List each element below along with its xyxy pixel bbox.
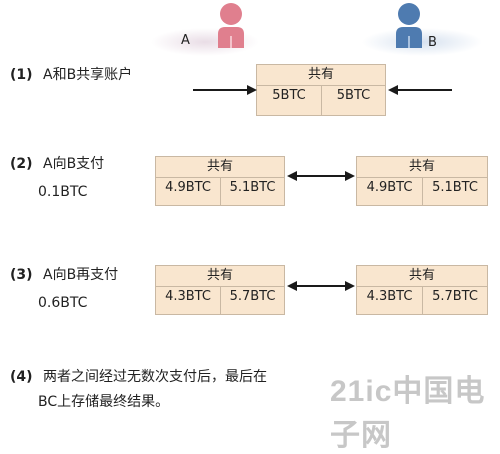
step-2-text: A向B支付 (43, 156, 105, 172)
ledger-1-b-balance: 5BTC (336, 88, 371, 103)
person-b: B (362, 0, 490, 60)
ledger-3-right-divider (422, 286, 423, 314)
step-2-amount: 0.1BTC (38, 184, 88, 200)
ledger-shared-1: 共有 5BTC 5BTC (256, 64, 386, 116)
double-arrow-icon (287, 171, 355, 181)
ledger-shared-2-right: 共有 4.9BTC 5.1BTC (356, 156, 488, 206)
ledger-3-right-header: 共有 (357, 266, 487, 287)
double-arrow-icon (287, 281, 355, 291)
step-2: (2) A向B支付 (10, 155, 104, 173)
ledger-shared-3-left: 共有 4.3BTC 5.7BTC (155, 265, 285, 315)
ledger-2-left-b-balance: 5.1BTC (229, 180, 276, 195)
person-b-label: B (428, 35, 437, 50)
ledger-1-header: 共有 (257, 65, 385, 86)
step-4: (4) 两者之间经过无数次支付后，最后在 (10, 368, 267, 386)
step-1-number: (1) (10, 67, 33, 83)
step-1: (1) A和B共享账户 (10, 66, 132, 84)
step-4-text: 两者之间经过无数次支付后，最后在 (43, 369, 267, 385)
step-3-amount: 0.6BTC (38, 295, 88, 311)
step-3: (3) A向B再支付 (10, 266, 118, 284)
ledger-2-left-header: 共有 (156, 157, 284, 178)
ledger-3-right-a-balance: 4.3BTC (366, 289, 413, 304)
step-4-text-line2: BC上存储最终结果。 (38, 394, 170, 410)
ledger-2-right-header: 共有 (357, 157, 487, 178)
arrow-left-icon (388, 85, 452, 95)
person-b-icon (362, 3, 482, 56)
step-3-text: A向B再支付 (43, 267, 119, 283)
step-1-text: A和B共享账户 (43, 67, 133, 83)
ledger-2-right-a-balance: 4.9BTC (366, 180, 413, 195)
ledger-shared-3-right: 共有 4.3BTC 5.7BTC (356, 265, 488, 315)
ledger-3-left-divider (220, 286, 221, 314)
step-4-number: (4) (10, 369, 33, 385)
arrow-right-icon (193, 85, 257, 95)
ledger-3-left-a-balance: 4.3BTC (165, 289, 211, 304)
ledger-3-left-header: 共有 (156, 266, 284, 287)
step-2-number: (2) (10, 156, 33, 172)
ledger-1-a-balance: 5BTC (272, 88, 306, 103)
ledger-3-left-b-balance: 5.7BTC (229, 289, 276, 304)
ledger-2-right-b-balance: 5.1BTC (432, 180, 478, 195)
person-a-label: A (181, 33, 190, 48)
person-a-icon (151, 3, 259, 56)
step-3-number: (3) (10, 267, 33, 283)
ledger-2-left-divider (220, 177, 221, 205)
ledger-3-right-b-balance: 5.7BTC (432, 289, 478, 304)
person-a: A (150, 0, 260, 58)
ledger-1-divider (321, 85, 322, 115)
ledger-2-left-a-balance: 4.9BTC (165, 180, 211, 195)
ledger-shared-2-left: 共有 4.9BTC 5.1BTC (155, 156, 285, 206)
watermark-logo: 21ic中国电子网 (330, 375, 486, 452)
ledger-2-right-divider (422, 177, 423, 205)
